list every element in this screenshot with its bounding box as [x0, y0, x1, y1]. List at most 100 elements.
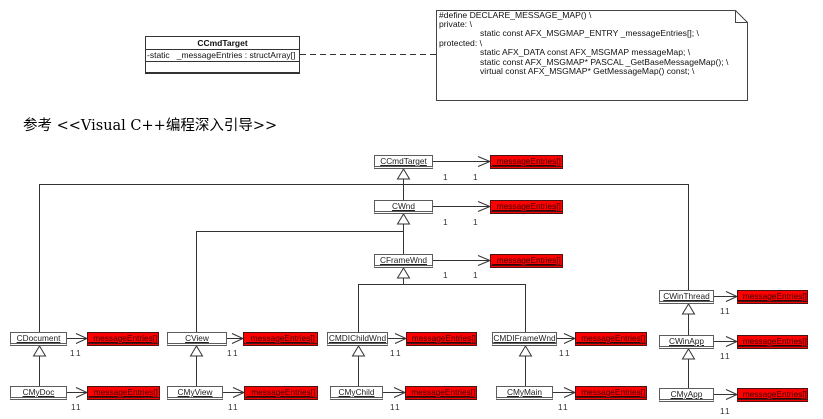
association-arrow: [67, 333, 89, 344]
generalization-arrow-icon: [32, 345, 47, 357]
class-box-cwnd: CWnd: [374, 200, 433, 214]
class-name: CMyView: [177, 387, 213, 397]
note-line: static const AFX_MSGMAP* PASCAL _GetBase…: [480, 56, 729, 67]
member-name: _messageEntries[]: [406, 387, 476, 397]
multiplicity-source: 1: [720, 306, 725, 316]
class-name: CMyChild: [338, 387, 375, 397]
member-box: _messageEntries[]: [490, 155, 563, 169]
member-box: _messageEntries[]: [575, 332, 647, 346]
multiplicity-source: 1: [227, 348, 232, 358]
class-box-cmydoc: CMyDoc: [10, 386, 67, 400]
class-box-cwinthread: CWinThread: [659, 290, 714, 304]
class-box-cmyview: CMyView: [167, 386, 223, 400]
multiplicity-source: 1: [228, 402, 233, 412]
class-box-cmychild: CMyChild: [330, 386, 383, 400]
member-box: _messageEntries[]: [575, 386, 647, 400]
class-name: CMyDoc: [22, 387, 55, 397]
member-box: _messageEntries[]: [490, 200, 563, 214]
class-box-cview: CView: [167, 332, 227, 346]
member-box: _messageEntries[]: [405, 386, 477, 400]
generalization-arrow-icon: [518, 345, 533, 357]
member-box: _messageEntries[]: [737, 388, 808, 402]
class-box-cframewnd: CFrameWnd: [374, 254, 433, 268]
member-box: _messageEntries[]: [87, 386, 160, 400]
class-name: CMyMain: [506, 387, 543, 397]
note-line: static AFX_DATA const AFX_MSGMAP message…: [480, 47, 691, 58]
multiplicity-target: 1: [565, 348, 570, 358]
class-box-cdocument: CDocument: [10, 332, 67, 346]
multiplicity-target: 1: [395, 402, 400, 412]
multiplicity-source: 1: [71, 402, 76, 412]
generalization-arrow-icon: [681, 348, 696, 360]
member-name: _messageEntries[]: [492, 201, 561, 211]
multiplicity-source: 1: [70, 348, 75, 358]
member-name: _messageEntries[]: [576, 333, 646, 343]
generalization-arrow-icon: [189, 345, 204, 357]
note-line: virtual const AFX_MSGMAP* GetMessageMap(…: [480, 65, 695, 76]
association-arrow: [553, 387, 577, 398]
class-box-cmdichildwnd: CMDIChildWnd: [327, 332, 388, 346]
multiplicity-target: 1: [725, 351, 730, 361]
macro-note: #define DECLARE_MESSAGE_MAP() \ private:…: [439, 9, 739, 77]
multiplicity-target: 1: [233, 348, 238, 358]
member-name: _messageEntries[]: [89, 387, 158, 397]
class-name: CWnd: [391, 201, 416, 211]
association-arrow: [714, 336, 739, 347]
association-arrow: [714, 389, 739, 400]
multiplicity-source: 1: [558, 402, 563, 412]
member-box: _messageEntries[]: [244, 386, 318, 400]
association-arrow: [223, 387, 246, 398]
multiplicity-target: 1: [76, 348, 81, 358]
reference-title: 参考 <<Visual C++编程深入引导>>: [23, 118, 278, 134]
class-box-ccmdtarget: CCmdTarget: [374, 155, 433, 169]
class-name: CCmdTarget: [146, 37, 299, 50]
member-name: _messageEntries[]: [407, 333, 476, 343]
class-box-cwinapp: CWinApp: [659, 335, 714, 349]
class-name: CMDIChildWnd: [328, 333, 387, 343]
multiplicity-target: 1: [396, 348, 401, 358]
association-arrow: [433, 201, 492, 212]
generalization-arrow-icon: [396, 168, 411, 180]
generalization-arrow-icon: [681, 303, 696, 315]
class-name: CWinApp: [668, 336, 705, 346]
multiplicity-target: 1: [76, 402, 81, 412]
generalization-arrow-icon: [396, 267, 411, 279]
multiplicity-target: 1: [725, 306, 730, 316]
member-box: _messageEntries[]: [406, 332, 477, 346]
multiplicity-source: 1: [443, 270, 448, 280]
class-name: CFrameWnd: [379, 255, 428, 265]
class-attribute: -static _messageEntries : structArray[]: [146, 50, 299, 62]
class-name: CMyApp: [670, 389, 703, 399]
multiplicity-source: 1: [443, 172, 448, 182]
multiplicity-target: 1: [473, 217, 478, 227]
association-arrow: [67, 387, 89, 398]
member-name: _messageEntries[]: [88, 333, 158, 343]
association-arrow: [433, 255, 492, 266]
association-arrow: [227, 333, 245, 344]
class-box-cmymain: CMyMain: [496, 386, 553, 400]
note-line: #define DECLARE_MESSAGE_MAP() \: [439, 9, 592, 20]
member-name: _messageEntries[]: [738, 291, 807, 301]
multiplicity-source: 1: [559, 348, 564, 358]
member-name: _messageEntries[]: [246, 333, 315, 343]
member-name: _messageEntries[]: [246, 387, 316, 397]
multiplicity-target: 1: [473, 172, 478, 182]
association-arrow: [383, 387, 407, 398]
member-name: _messageEntries[]: [738, 336, 807, 346]
member-box: _messageEntries[]: [737, 335, 808, 349]
multiplicity-source: 1: [390, 348, 395, 358]
multiplicity-target: 1: [563, 402, 568, 412]
member-name: _messageEntries[]: [492, 156, 561, 166]
class-name: CCmdTarget: [380, 156, 427, 166]
class-box-cmyapp: CMyApp: [659, 388, 714, 402]
association-arrow: [433, 156, 492, 167]
multiplicity-target: 1: [473, 270, 478, 280]
class-box-ccmdtarget-detail: CCmdTarget -static _messageEntries : str…: [145, 36, 300, 74]
class-box-cmdiframewnd: CMDIFrameWnd: [492, 332, 557, 346]
member-box: _messageEntries[]: [87, 332, 159, 346]
multiplicity-target: 1: [725, 406, 730, 416]
association-arrow: [714, 291, 739, 302]
multiplicity-source: 1: [390, 402, 395, 412]
note-line: static const AFX_MSGMAP_ENTRY _messageEn…: [480, 28, 699, 39]
